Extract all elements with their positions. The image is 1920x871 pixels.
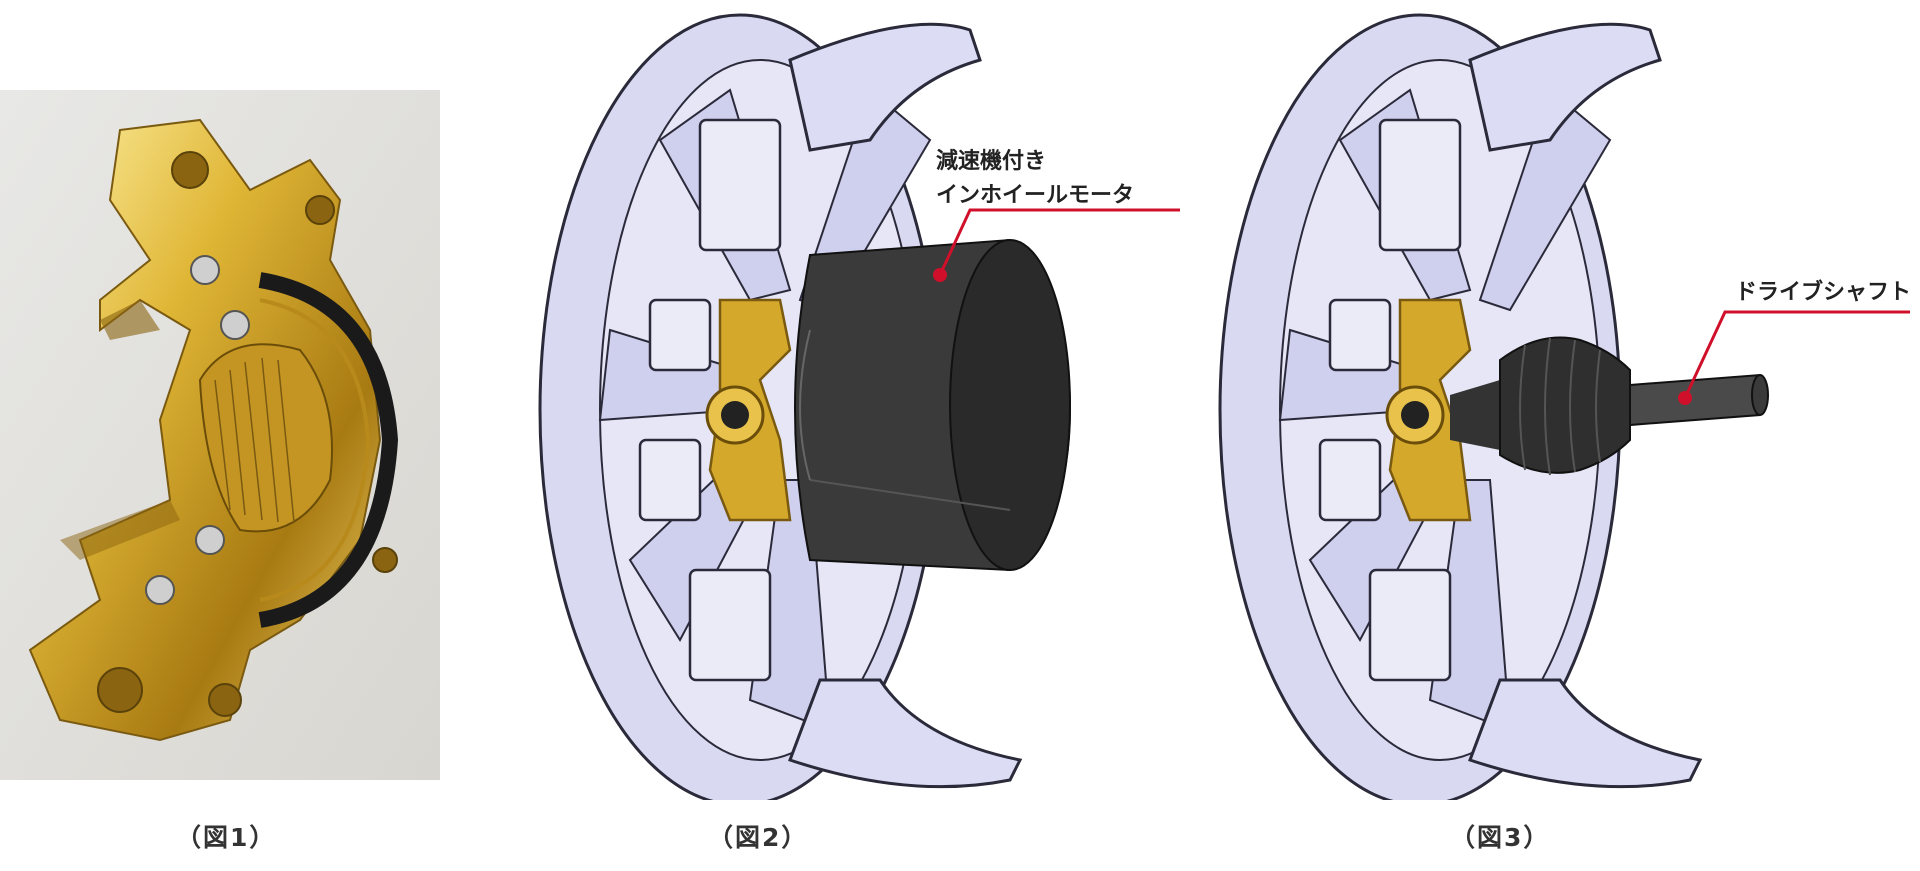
drive-shaft xyxy=(1450,336,1769,476)
motor-callout-label: 減速機付き インホイールモータ xyxy=(936,149,1135,208)
wheel-with-motor-diagram xyxy=(538,13,1180,800)
figure-3: ドライブシャフト （図3） xyxy=(1180,0,1920,871)
wheel-with-driveshaft-diagram xyxy=(1218,13,1910,800)
figure-3-caption: （図3） xyxy=(1450,823,1551,852)
figure-2-caption: （図2） xyxy=(708,823,809,852)
figure-2: 減速機付き インホイールモータ （図2） xyxy=(490,0,1190,871)
driveshaft-callout-line xyxy=(1678,310,1910,405)
driveshaft-callout-label: ドライブシャフト xyxy=(1735,280,1912,305)
hub-bearing-photo xyxy=(0,90,440,780)
figure-1-caption: （図1） xyxy=(176,823,277,852)
motor-callout-line xyxy=(933,208,1180,282)
figure-1: （図1） xyxy=(0,0,450,871)
in-wheel-motor xyxy=(794,238,1072,572)
